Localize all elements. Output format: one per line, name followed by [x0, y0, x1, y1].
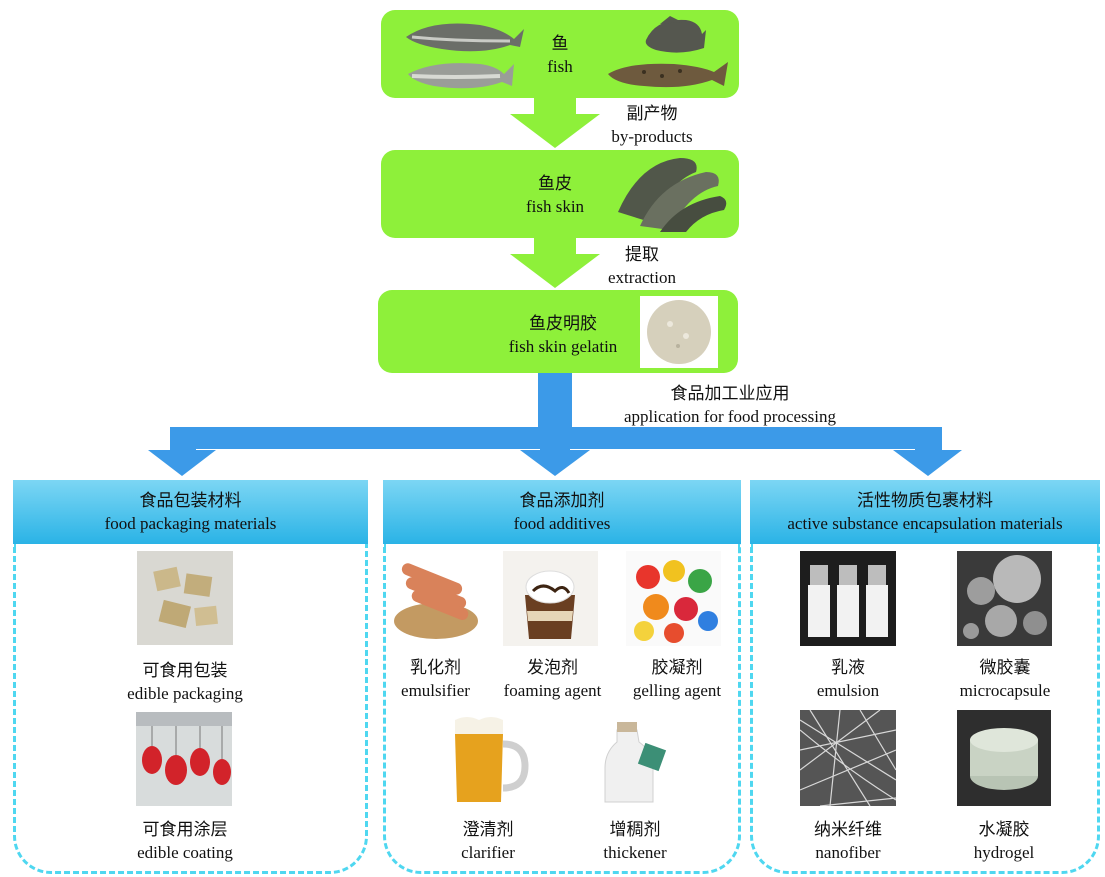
item-gelling-agent-zh: 胶凝剂 [651, 658, 703, 677]
gelatin-label: 鱼皮明胶 fish skin gelatin [478, 312, 648, 358]
blue-arrows [148, 373, 962, 476]
thickener-photo [587, 712, 683, 806]
arrow2-label-en: extraction [608, 268, 676, 287]
gelatin-label-zh: 鱼皮明胶 [529, 314, 597, 333]
arrow1-label-en: by-products [611, 127, 693, 146]
edible-packaging-photo [137, 551, 233, 645]
item-thickener-en: thickener [603, 843, 667, 862]
item-emulsion-en: emulsion [816, 681, 880, 700]
item-foaming-agent-en: foaming agent [503, 681, 602, 700]
fish-label-zh: 鱼 [551, 34, 569, 53]
item-clarifier-zh: 澄清剂 [462, 820, 514, 839]
item-hydrogel: 水凝胶 hydrogel [946, 818, 1062, 864]
item-emulsifier-en: emulsifier [401, 681, 470, 700]
item-edible-coating: 可食用涂层 edible coating [90, 818, 280, 864]
fish-label-en: fish [547, 57, 573, 76]
clarifier-photo [447, 712, 529, 806]
item-edible-packaging-en: edible packaging [127, 684, 243, 703]
item-emulsifier-zh: 乳化剂 [410, 658, 461, 677]
distribution-arrows [148, 373, 962, 476]
nanofiber-photo [800, 710, 896, 806]
category-title-additives-zh: 食品添加剂 [519, 491, 605, 510]
arrow-down-2 [510, 238, 600, 288]
arrow-down-1 [510, 98, 600, 148]
gelling-agent-photo [626, 551, 721, 646]
application-label-en: application for food processing [624, 407, 836, 426]
category-title-encapsulation-zh: 活性物质包裹材料 [857, 491, 993, 510]
emulsion-photo [800, 551, 896, 646]
item-thickener-zh: 增稠剂 [609, 820, 661, 839]
category-panel-packaging [13, 544, 368, 874]
item-hydrogel-en: hydrogel [973, 843, 1035, 862]
item-gelling-agent: 胶凝剂 gelling agent [616, 656, 738, 702]
category-title-encapsulation-en: active substance encapsulation materials [787, 514, 1063, 533]
hydrogel-photo [957, 710, 1051, 806]
fish-photo-3 [640, 14, 708, 56]
category-title-additives: 食品添加剂 food additives [383, 489, 741, 535]
arrow1-label-zh: 副产物 [626, 104, 678, 123]
fish-label: 鱼 fish [520, 32, 600, 78]
item-edible-coating-en: edible coating [137, 843, 233, 862]
item-emulsion-zh: 乳液 [831, 658, 865, 677]
item-microcapsule-zh: 微胶囊 [979, 658, 1031, 677]
item-gelling-agent-en: gelling agent [632, 681, 722, 700]
edible-coating-photo [136, 712, 232, 806]
category-title-packaging: 食品包装材料 food packaging materials [13, 489, 368, 535]
fish-photo-4 [604, 56, 730, 92]
fish-skin-label-zh: 鱼皮 [538, 174, 572, 193]
item-clarifier: 澄清剂 clarifier [428, 818, 548, 864]
gelatin-label-en: fish skin gelatin [508, 337, 618, 356]
item-nanofiber: 纳米纤维 nanofiber [790, 818, 906, 864]
category-header-packaging [13, 480, 368, 544]
item-emulsifier: 乳化剂 emulsifier [383, 656, 488, 702]
microcapsule-photo [957, 551, 1052, 646]
item-edible-packaging: 可食用包装 edible packaging [90, 659, 280, 705]
arrow2-label: 提取 extraction [592, 243, 692, 289]
item-foaming-agent-zh: 发泡剂 [527, 658, 578, 677]
item-nanofiber-zh: 纳米纤维 [814, 820, 882, 839]
fish-skin-label-en: fish skin [525, 197, 585, 216]
category-header-encapsulation [750, 480, 1100, 544]
arrow2-label-zh: 提取 [625, 245, 659, 264]
item-emulsion: 乳液 emulsion [790, 656, 906, 702]
category-title-packaging-en: food packaging materials [104, 514, 277, 533]
foaming-agent-photo [503, 551, 598, 646]
item-microcapsule-en: microcapsule [959, 681, 1051, 700]
category-title-packaging-zh: 食品包装材料 [139, 491, 242, 510]
application-label-zh: 食品加工业应用 [670, 384, 790, 403]
category-header-additives [383, 480, 741, 544]
emulsifier-photo [388, 551, 483, 646]
item-clarifier-en: clarifier [461, 843, 515, 862]
category-title-encapsulation: 活性物质包裹材料 active substance encapsulation … [750, 489, 1100, 535]
fish-skin-photo [610, 152, 730, 234]
fish-skin-label: 鱼皮 fish skin [480, 172, 630, 218]
item-microcapsule: 微胶囊 microcapsule [930, 656, 1080, 702]
gelatin-photo [640, 296, 718, 368]
application-label: 食品加工业应用 application for food processing [590, 382, 870, 428]
item-foaming-agent: 发泡剂 foaming agent [490, 656, 615, 702]
item-hydrogel-zh: 水凝胶 [978, 820, 1030, 839]
fish-photo-2 [404, 56, 516, 94]
category-panel-additives [383, 544, 741, 874]
item-edible-coating-zh: 可食用涂层 [142, 820, 228, 839]
item-thickener: 增稠剂 thickener [575, 818, 695, 864]
category-title-additives-en: food additives [513, 514, 611, 533]
item-nanofiber-en: nanofiber [815, 843, 881, 862]
fish-photo-1 [402, 15, 526, 57]
arrow1-label: 副产物 by-products [592, 102, 712, 148]
item-edible-packaging-zh: 可食用包装 [142, 661, 228, 680]
category-panel-encapsulation [750, 544, 1100, 874]
